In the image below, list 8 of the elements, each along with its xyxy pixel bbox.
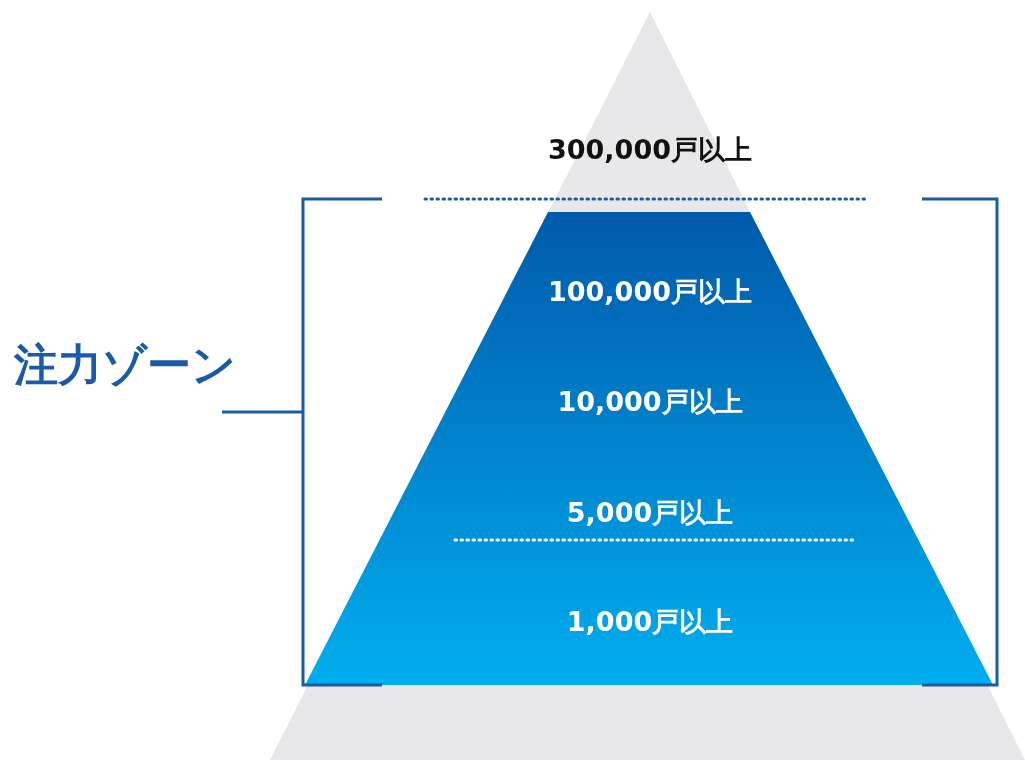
tier-label: 100,000戸以上 <box>548 275 752 309</box>
tier-label: 10,000戸以上 <box>557 385 743 419</box>
trapezoid <box>305 212 993 685</box>
tier-label: 300,000戸以上 <box>548 133 752 167</box>
tier-label: 1,000戸以上 <box>566 605 734 639</box>
tier-label: 5,000戸以上 <box>566 496 734 530</box>
zone-label: 注力ゾーン <box>14 338 236 392</box>
triangle <box>270 12 1025 760</box>
